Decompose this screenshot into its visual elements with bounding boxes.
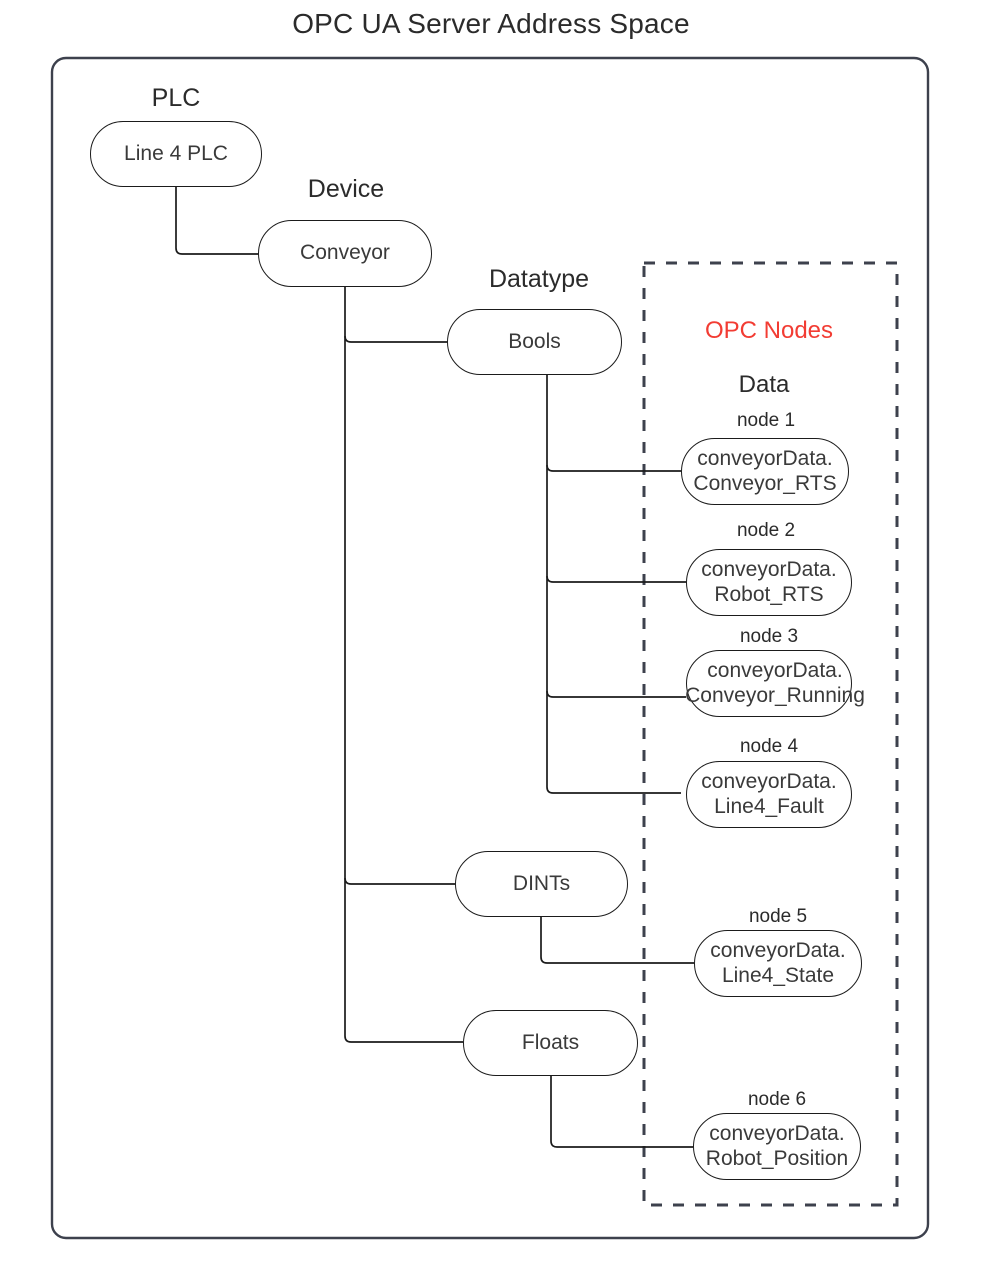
opc-node-1-line2: Conveyor_RTS <box>693 471 837 495</box>
opc-node-6-line2: Robot_Position <box>705 1146 849 1170</box>
node-datatype-dints[interactable]: DINTs <box>455 851 628 917</box>
opc-node-1-line1: conveyorData. <box>697 447 833 471</box>
node-caption-1: node 1 <box>736 410 796 431</box>
node-datatype-floats[interactable]: Floats <box>463 1010 638 1076</box>
node-datatype-dints-label: DINTs <box>512 871 571 895</box>
edge-plc-to-conveyor <box>175 187 258 255</box>
opc-node-2-line1: conveyorData. <box>701 558 837 582</box>
opc-node-robot-position[interactable]: conveyorData. Robot_Position <box>693 1113 861 1180</box>
node-device-conveyor[interactable]: Conveyor <box>258 220 432 287</box>
opc-node-robot-rts-label: conveyorData. Robot_RTS <box>701 558 836 606</box>
node-datatype-bools[interactable]: Bools <box>447 309 622 375</box>
opc-node-conveyor-rts[interactable]: conveyorData. Conveyor_RTS <box>681 438 849 505</box>
opc-node-3-line1: conveyorData. <box>707 659 843 683</box>
node-plc-line-4[interactable]: Line 4 PLC <box>90 121 262 187</box>
opc-node-5-line1: conveyorData. <box>710 939 846 963</box>
opc-node-line4-state-label: conveyorData. Line4_State <box>710 939 845 987</box>
node-caption-6: node 6 <box>747 1089 807 1110</box>
opc-node-6-line1: conveyorData. <box>709 1122 845 1146</box>
opc-node-4-line1: conveyorData. <box>701 770 837 794</box>
opc-node-conveyor-rts-label: conveyorData. Conveyor_RTS <box>693 447 836 495</box>
page-title: OPC UA Server Address Space <box>292 8 690 39</box>
opc-nodes-dashed-region <box>642 261 899 1207</box>
edge-floats-to-node-6 <box>550 1076 693 1148</box>
node-device-conveyor-label: Conveyor <box>300 241 390 265</box>
group-label-datatype: Datatype <box>488 265 590 293</box>
node-caption-2: node 2 <box>736 520 796 541</box>
edge-bools-to-node-3 <box>546 690 686 698</box>
node-plc-line-4-label: Line 4 PLC <box>124 141 228 165</box>
group-label-plc: PLC <box>151 84 201 112</box>
node-caption-3: node 3 <box>739 626 799 647</box>
opc-node-2-line2: Robot_RTS <box>714 582 824 606</box>
opc-node-3-line2: Conveyor_Running <box>685 683 865 707</box>
opc-node-conveyor-running-label: conveyorData. Conveyor_Running <box>685 659 865 707</box>
node-datatype-floats-label: Floats <box>521 1030 580 1054</box>
edge-bools-trunk <box>546 375 681 794</box>
opc-node-5-line2: Line4_State <box>721 963 835 987</box>
opc-node-robot-position-label: conveyorData. Robot_Position <box>706 1122 848 1170</box>
opc-node-line4-state[interactable]: conveyorData. Line4_State <box>694 930 862 997</box>
opc-node-line4-fault-label: conveyorData. Line4_Fault <box>701 770 836 818</box>
opc-node-4-line2: Line4_Fault <box>714 794 824 818</box>
node-datatype-bools-label: Bools <box>508 329 561 353</box>
node-caption-5: node 5 <box>748 906 808 927</box>
opc-node-robot-rts[interactable]: conveyorData. Robot_RTS <box>686 549 852 616</box>
address-space-container <box>50 56 930 1240</box>
opc-node-conveyor-running[interactable]: conveyorData. Conveyor_Running <box>685 650 865 717</box>
opc-nodes-subheading: Data <box>738 371 790 398</box>
group-label-device: Device <box>307 175 385 203</box>
edge-bools-to-node-2 <box>546 575 686 583</box>
edge-conveyor-trunk <box>344 287 463 1043</box>
edge-dints-to-node-5 <box>540 917 694 964</box>
opc-nodes-heading: OPC Nodes <box>704 317 834 344</box>
edge-conveyor-to-bools <box>344 335 447 343</box>
node-caption-4: node 4 <box>739 736 799 757</box>
opc-node-line4-fault[interactable]: conveyorData. Line4_Fault <box>686 761 852 828</box>
edge-bools-to-node-1 <box>546 464 681 472</box>
edge-conveyor-to-dints <box>344 877 455 885</box>
